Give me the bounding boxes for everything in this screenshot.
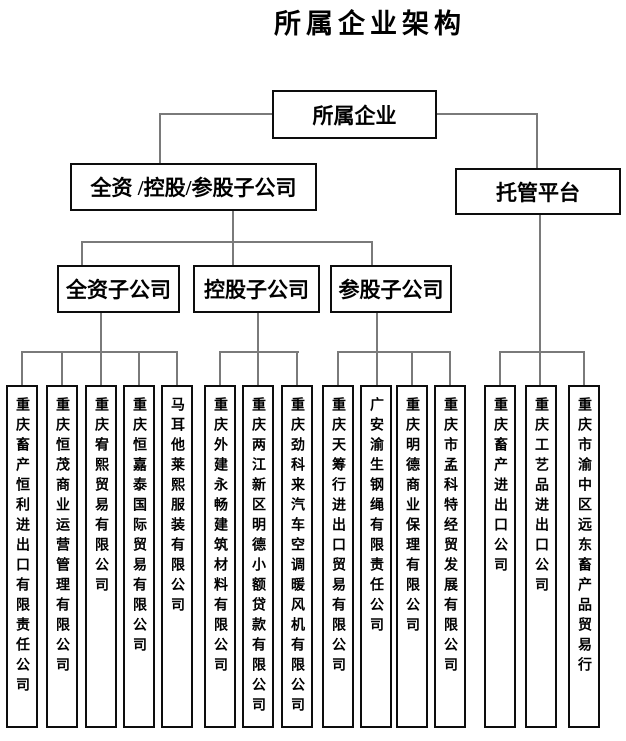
- company-node-7: 重庆两江新区明德小额贷款有限公司: [242, 385, 274, 728]
- connector-line: [376, 313, 378, 353]
- connector-line: [232, 211, 234, 243]
- connector-line: [257, 351, 259, 385]
- connector-line: [371, 241, 373, 265]
- connector-line: [539, 215, 541, 353]
- connector-line: [61, 351, 63, 385]
- company-node-13: 重庆畜产进出口公司: [484, 385, 516, 728]
- connector-line: [138, 351, 140, 385]
- company-node-9: 重庆天筹行进出口贸易有限公司: [322, 385, 354, 728]
- connector-line: [437, 113, 538, 115]
- company-node-4: 重庆恒嘉泰国际贸易有限公司: [123, 385, 155, 728]
- connector-line: [257, 313, 259, 353]
- node-wholly-owned: 全资子公司: [57, 265, 180, 313]
- company-node-15: 重庆市渝中区远东畜产品贸易行: [568, 385, 600, 728]
- connector-line: [499, 351, 501, 385]
- node-root: 所属企业: [272, 90, 437, 139]
- connector-line: [337, 351, 339, 385]
- connector-line: [296, 351, 298, 385]
- company-node-10: 广安渝生钢绳有限责任公司: [360, 385, 392, 728]
- company-node-12: 重庆市孟科特经贸发展有限公司: [434, 385, 466, 728]
- connector-line: [160, 113, 272, 115]
- connector-line: [100, 313, 102, 353]
- company-node-14: 重庆工艺品进出口公司: [525, 385, 557, 728]
- connector-line: [232, 241, 234, 265]
- node-trusteeship-platform: 托管平台: [455, 168, 621, 215]
- company-node-11: 重庆明德商业保理有限公司: [396, 385, 428, 728]
- connector-line: [176, 351, 178, 385]
- connector-line: [536, 113, 538, 168]
- company-node-5: 马耳他莱熙服装有限公司: [161, 385, 193, 728]
- connector-line: [100, 351, 102, 385]
- connector-line: [219, 351, 299, 353]
- node-holding: 控股子公司: [193, 265, 320, 313]
- company-node-8: 重庆劲科来汽车空调暖风机有限公司: [281, 385, 313, 728]
- connector-line: [81, 241, 373, 243]
- connector-line: [219, 351, 221, 385]
- chart-title: 所属企业架构: [274, 9, 466, 39]
- connector-line: [583, 351, 585, 385]
- connector-line: [337, 351, 451, 353]
- connector-line: [159, 113, 161, 163]
- connector-line: [81, 241, 83, 265]
- connector-line: [411, 351, 413, 385]
- connector-line: [499, 351, 585, 353]
- company-node-6: 重庆外建永畅建筑材料有限公司: [204, 385, 236, 728]
- company-node-1: 重庆畜产恒利进出口有限责任公司: [6, 385, 38, 728]
- company-node-3: 重庆宥熙贸易有限公司: [85, 385, 117, 728]
- node-minority-stake: 参股子公司: [330, 265, 452, 313]
- connector-line: [21, 351, 23, 385]
- connector-line: [539, 351, 541, 385]
- node-subsidiaries-group: 全资 /控股/参股子公司: [70, 163, 317, 211]
- connector-line: [21, 351, 178, 353]
- connector-line: [376, 351, 378, 385]
- company-node-2: 重庆恒茂商业运营管理有限公司: [46, 385, 78, 728]
- connector-line: [449, 351, 451, 385]
